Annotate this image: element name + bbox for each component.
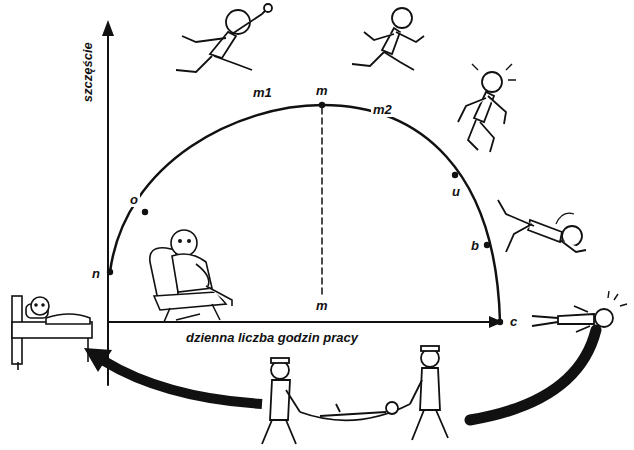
point-label: o	[128, 193, 140, 207]
dashed-line	[321, 108, 323, 296]
point-label: c	[508, 315, 519, 329]
point-label: m2	[371, 103, 394, 117]
armchair-figure	[150, 230, 232, 322]
point-label: m	[314, 299, 330, 313]
bed-figure	[12, 296, 92, 370]
running-figure	[352, 8, 424, 70]
lying-figure	[532, 291, 627, 332]
point-label: n	[90, 267, 102, 281]
collapsing-figure	[498, 200, 586, 252]
running-figure	[176, 4, 272, 72]
point-label: b	[469, 239, 481, 253]
point-label: m	[314, 84, 330, 98]
point-label: u	[450, 185, 462, 199]
exhausted-figure	[458, 64, 516, 152]
stretcher-figure	[262, 346, 448, 444]
point-label: m1	[251, 86, 274, 100]
cycle-arrows	[84, 330, 596, 420]
axis-title: dzienna liczba godzin pracy	[184, 331, 360, 345]
axis-title: szczęście	[81, 40, 95, 104]
x-axis	[108, 321, 492, 323]
happiness-curve	[110, 105, 500, 322]
axis-arrowheads	[102, 20, 503, 328]
y-axis	[107, 32, 109, 385]
